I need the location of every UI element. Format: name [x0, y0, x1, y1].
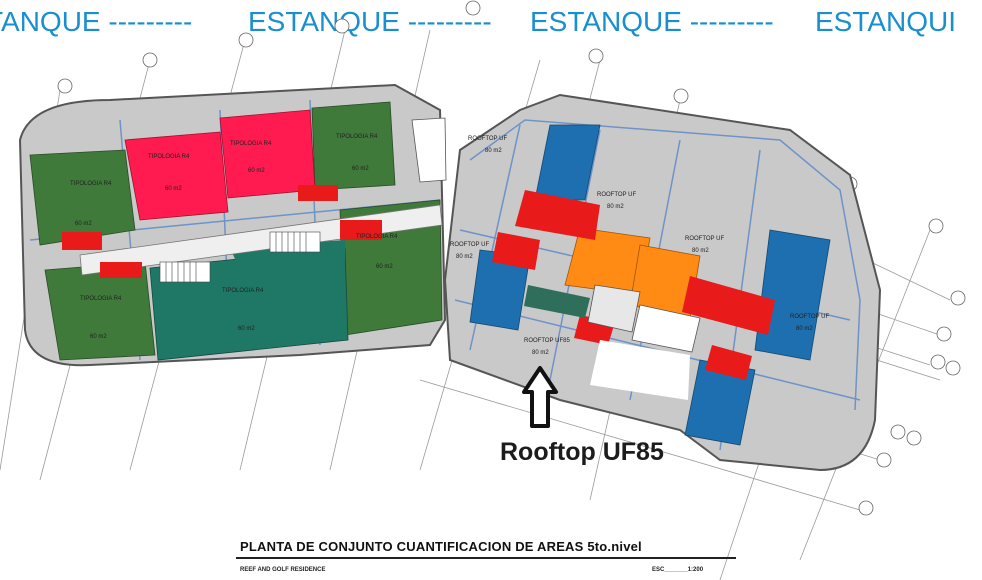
- balcony: [515, 190, 600, 240]
- east-units: [469, 124, 831, 446]
- void: [411, 117, 447, 183]
- banner-estanque: TANQUE --------- ESTANQUE --------- ESTA…: [0, 6, 982, 46]
- unit-area: 80 m2: [532, 350, 549, 356]
- unit-area: 80 m2: [796, 326, 813, 332]
- unit-area: 60 m2: [238, 326, 255, 332]
- core: [587, 284, 641, 333]
- unit-area: 60 m2: [376, 264, 393, 270]
- balcony: [298, 185, 338, 201]
- scale-label: ESC_______1:200: [652, 567, 704, 573]
- unit-label: TIPOLOGIA R4: [356, 234, 398, 240]
- title-rule: [236, 557, 736, 559]
- balcony: [100, 262, 142, 278]
- unit-label: TIPOLOGIA R4: [230, 141, 272, 147]
- unit-red: [124, 131, 229, 221]
- unit-labels: TIPOLOGIA R4 60 m2 TIPOLOGIA R4 60 m2 TI…: [70, 134, 829, 356]
- unit-area: 60 m2: [248, 168, 265, 174]
- unit-red: [219, 109, 316, 199]
- unit-label: ROOFTOP UF: [790, 314, 829, 320]
- unit-blue: [534, 124, 601, 201]
- unit-green: [311, 101, 396, 191]
- unit-label: ROOFTOP UF: [685, 236, 724, 242]
- unit-label: ROOFTOP UF: [450, 242, 489, 248]
- unit-area: 80 m2: [607, 204, 624, 210]
- unit-green-small: [524, 285, 590, 318]
- stairs: [159, 231, 321, 283]
- unit-area: 80 m2: [692, 248, 709, 254]
- unit-label: ROOFTOP UF: [468, 136, 507, 142]
- unit-label: ROOFTOP UF85: [524, 338, 570, 344]
- west-units: [29, 101, 447, 361]
- void: [590, 340, 690, 400]
- unit-green: [29, 149, 136, 246]
- project-name: REEF AND GOLF RESIDENCE: [240, 567, 326, 573]
- unit-label: TIPOLOGIA R4: [80, 296, 122, 302]
- rooftop-callout-label: Rooftop UF85: [500, 438, 664, 466]
- balcony: [340, 220, 382, 240]
- unit-area: 60 m2: [352, 166, 369, 172]
- balcony: [705, 345, 752, 380]
- unit-label: TIPOLOGIA R4: [222, 288, 264, 294]
- banner-segment: TANQUE ---------: [0, 6, 193, 37]
- unit-area: 80 m2: [456, 254, 473, 260]
- unit-label: TIPOLOGIA R4: [336, 134, 378, 140]
- banner-segment: ESTANQUE ---------: [530, 6, 774, 37]
- unit-area: 60 m2: [75, 221, 92, 227]
- unit-area: 60 m2: [165, 186, 182, 192]
- balcony: [492, 232, 540, 270]
- banner-segment: ESTANQUI: [815, 6, 957, 37]
- up-arrow-icon: [522, 366, 558, 428]
- unit-label: ROOFTOP UF: [597, 192, 636, 198]
- unit-area: 80 m2: [485, 148, 502, 154]
- balcony: [682, 276, 775, 335]
- unit-label: TIPOLOGIA R4: [148, 154, 190, 160]
- unit-label: TIPOLOGIA R4: [70, 181, 112, 187]
- banner-segment: ESTANQUE ---------: [248, 6, 492, 37]
- drawing-title: PLANTA DE CONJUNTO CUANTIFICACION DE ARE…: [240, 539, 642, 554]
- unit-area: 60 m2: [90, 334, 107, 340]
- stair-core: [631, 304, 701, 353]
- balcony: [62, 232, 102, 250]
